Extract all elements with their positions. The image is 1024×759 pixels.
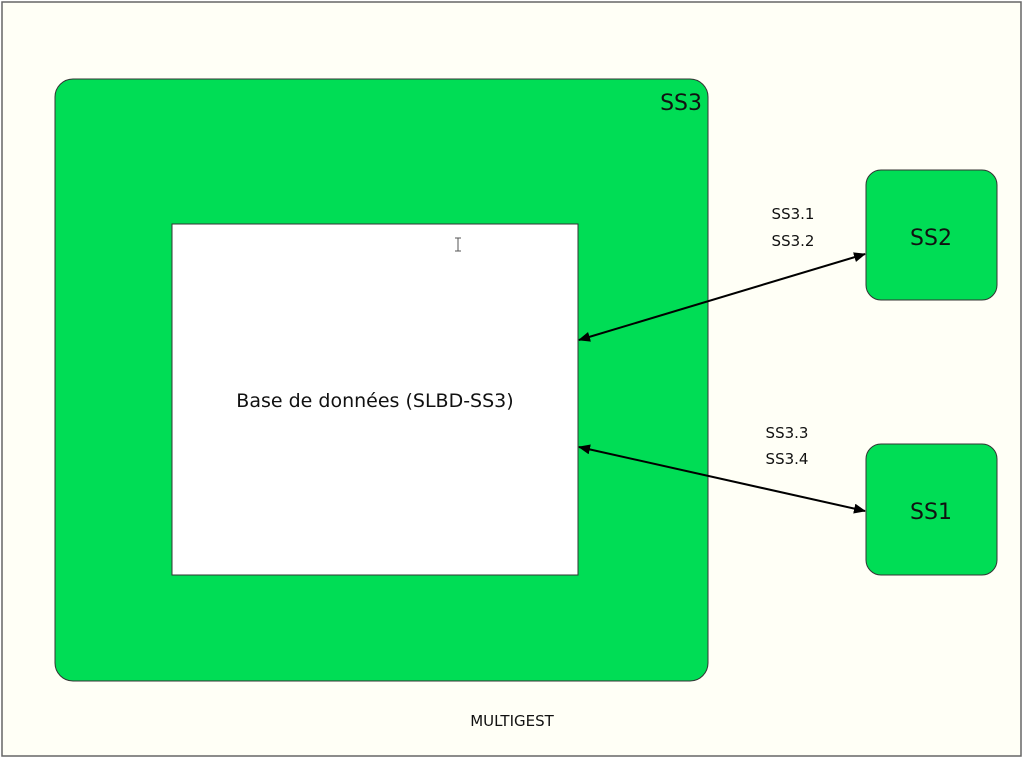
- ss1-node[interactable]: [865, 443, 998, 576]
- edge-db-ss1[interactable]: [578, 444, 866, 514]
- database-box[interactable]: [171, 223, 579, 576]
- edge-label-ss3-2: SS3.2: [772, 232, 815, 250]
- edge-label-ss3-3: SS3.3: [766, 424, 809, 442]
- edge-label-ss3-1: SS3.1: [772, 205, 815, 223]
- diagram-caption: MULTIGEST: [470, 712, 554, 730]
- edge-label-ss3-4: SS3.4: [766, 450, 809, 468]
- ss3-label: SS3: [660, 91, 702, 116]
- database-label: Base de données (SLBD-SS3): [236, 390, 513, 412]
- ss2-label: SS2: [910, 226, 952, 251]
- edge-db-ss2[interactable]: [578, 252, 866, 342]
- ss1-label: SS1: [910, 500, 952, 525]
- ss2-node[interactable]: [865, 169, 998, 301]
- text-cursor-icon: [455, 237, 461, 252]
